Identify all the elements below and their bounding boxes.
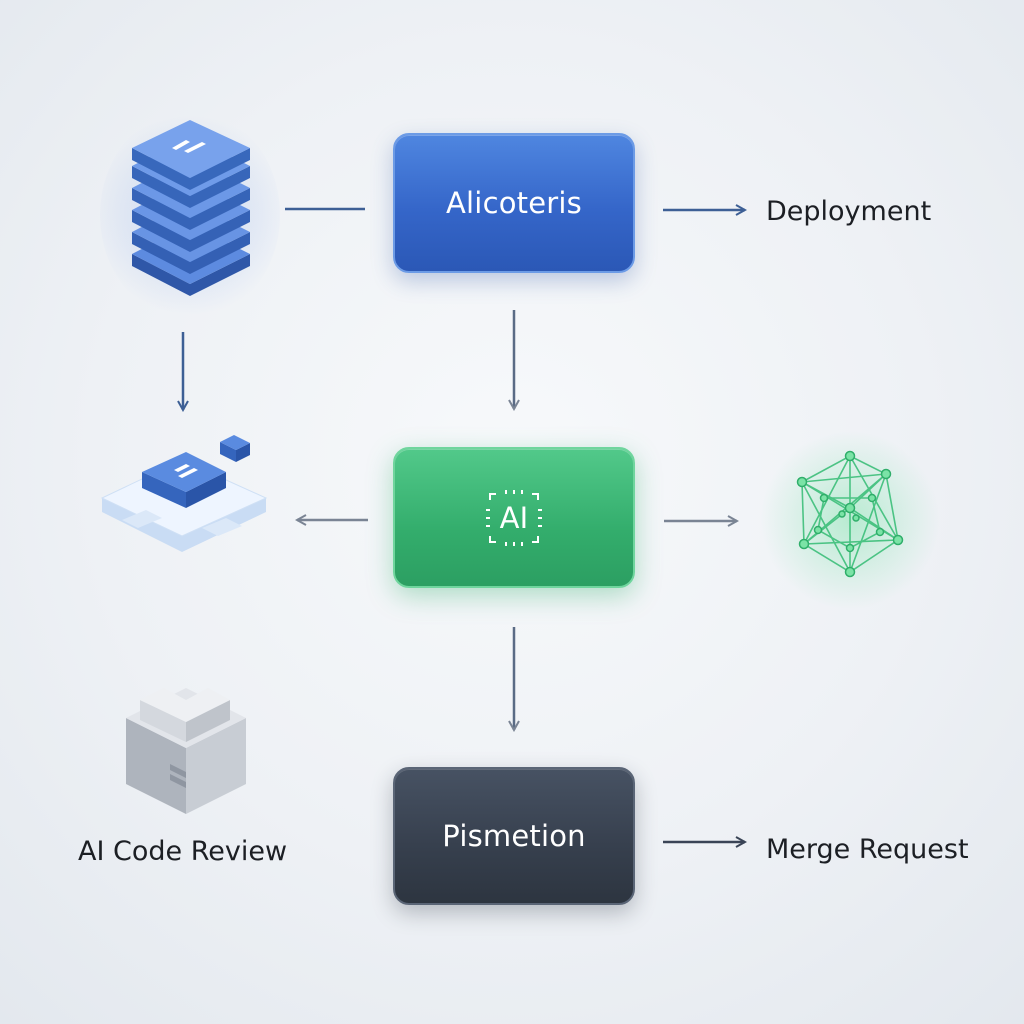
server-stack-icon (132, 120, 250, 296)
platform-block-icon (100, 435, 268, 552)
ai-chip-icon: AI (482, 486, 546, 550)
deployment-label: Deployment (766, 196, 932, 227)
pismetion-label: Pismetion (442, 819, 586, 853)
neural-network-icon (796, 450, 904, 578)
ai-node[interactable]: AI (393, 447, 635, 588)
pismetion-node[interactable]: Pismetion (393, 767, 635, 905)
alicoteris-node[interactable]: Alicoteris (393, 133, 635, 273)
ai-code-review-label: AI Code Review (78, 836, 288, 867)
alicoteris-label: Alicoteris (446, 186, 582, 220)
package-box-icon (126, 688, 246, 814)
merge-request-label: Merge Request (766, 834, 969, 865)
ai-node-label: AI (499, 500, 529, 535)
